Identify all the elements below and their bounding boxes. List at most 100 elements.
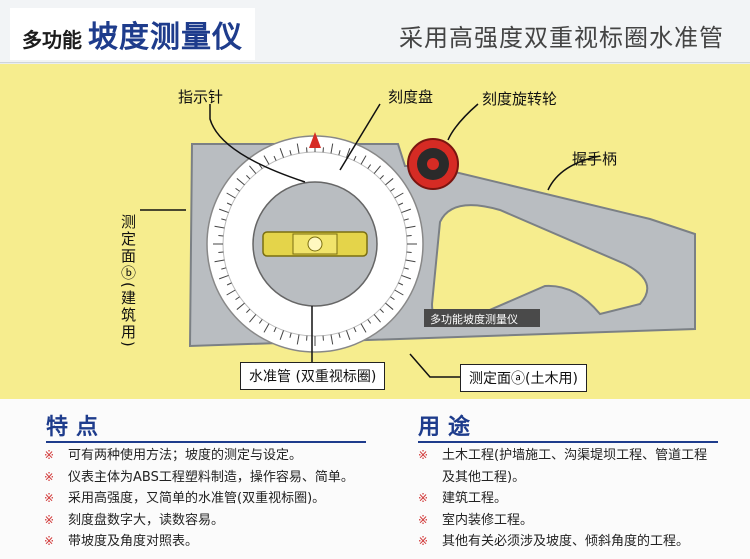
dial-tick bbox=[258, 319, 263, 324]
dial-tick bbox=[390, 187, 395, 192]
header: 多功能 坡度测量仪 采用高强度双重视标圈水准管 bbox=[0, 0, 750, 63]
dial-tick bbox=[338, 332, 341, 338]
dial-tick bbox=[226, 289, 236, 296]
rotary-knob bbox=[407, 138, 459, 190]
dial-tick bbox=[330, 334, 334, 345]
dial-tick bbox=[345, 330, 351, 341]
features-title: 特点 bbox=[46, 415, 107, 440]
label-side-b: 测定面ⓑ(建筑用) bbox=[119, 214, 137, 349]
dial-tick bbox=[263, 323, 270, 333]
dial-tick bbox=[394, 192, 404, 199]
dial-tick bbox=[338, 150, 341, 156]
dial-tick bbox=[296, 334, 300, 345]
uses-rule bbox=[418, 441, 718, 443]
dial-tick bbox=[214, 259, 225, 263]
uses-title: 用途 bbox=[418, 415, 479, 440]
dial-tick bbox=[401, 208, 412, 214]
label-dial: 刻度盘 bbox=[388, 88, 434, 106]
dial-tick bbox=[390, 296, 395, 301]
dial-tick bbox=[398, 282, 404, 286]
dial-tick bbox=[235, 296, 240, 301]
dial-tick bbox=[226, 192, 236, 199]
dial-tick bbox=[296, 143, 300, 154]
diagram-panel: 指示针 刻度盘 刻度旋转轮 握手柄 测定面ⓑ(建筑用) 水准管 (双重视标圈) … bbox=[0, 64, 750, 399]
arrow-pointer bbox=[209, 104, 306, 183]
dial-tick bbox=[273, 327, 277, 333]
dial-tick bbox=[360, 323, 367, 333]
device-plate-text: 多功能坡度测量仪 bbox=[430, 313, 518, 326]
dial-tick bbox=[246, 175, 251, 180]
dial-tick bbox=[398, 202, 404, 206]
dial-tick bbox=[394, 289, 404, 296]
header-title: 多功能 坡度测量仪 bbox=[10, 8, 255, 60]
dial-tick bbox=[263, 155, 270, 165]
dial-tick bbox=[385, 302, 394, 310]
device-plate bbox=[424, 309, 540, 327]
use-item: ※室内装修工程。 bbox=[418, 512, 534, 528]
dial-tick bbox=[236, 178, 245, 186]
feature-item: ※仪表主体为ABS工程塑料制造，操作容易、简单。 bbox=[44, 469, 354, 485]
dial-tick bbox=[330, 143, 334, 154]
dial-tick bbox=[403, 218, 409, 221]
dial-tick bbox=[273, 155, 277, 161]
dial-tick bbox=[403, 267, 409, 270]
dial-tick bbox=[218, 208, 229, 214]
pointer-needle bbox=[309, 132, 321, 148]
features-rule bbox=[46, 441, 366, 443]
dial-tick bbox=[249, 314, 257, 323]
inclinometer-diagram bbox=[140, 103, 696, 378]
dial-tick bbox=[279, 147, 285, 158]
features-list: ※可有两种使用方法；坡度的测定与设定。 ※仪表主体为ABS工程塑料制造，操作容易… bbox=[44, 445, 384, 553]
dial-tick bbox=[258, 164, 263, 169]
label-knob: 刻度旋转轮 bbox=[482, 90, 558, 108]
dial-tick bbox=[379, 308, 384, 313]
dial-tick bbox=[385, 178, 394, 186]
dial-tick bbox=[379, 175, 384, 180]
use-item: ※建筑工程。 bbox=[418, 491, 508, 506]
dial-tick bbox=[279, 330, 285, 341]
dial bbox=[206, 132, 424, 353]
arrow-side-a bbox=[409, 353, 460, 378]
use-item: ※其他有关必须涉及坡度、倾斜角度的工程。 bbox=[418, 534, 690, 549]
label-pointer: 指示针 bbox=[178, 88, 224, 106]
arrow-handle bbox=[547, 155, 601, 191]
dial-tick bbox=[353, 327, 357, 333]
feature-item: ※可有两种使用方法；坡度的测定与设定。 bbox=[44, 448, 303, 463]
feature-item: ※带坡度及角度对照表。 bbox=[44, 534, 199, 549]
dial-tick bbox=[236, 302, 245, 310]
label-vial: 水准管 (双重视标圈) bbox=[240, 362, 386, 390]
dial-tick bbox=[249, 165, 257, 174]
dial-tick bbox=[345, 147, 351, 158]
dial-ticks bbox=[213, 142, 417, 346]
dial-tick bbox=[235, 187, 240, 192]
dial-tick bbox=[226, 282, 232, 286]
dial-tick bbox=[289, 150, 292, 156]
dial-tick bbox=[214, 225, 225, 229]
arrow-knob bbox=[447, 103, 479, 141]
dial-tick bbox=[401, 274, 412, 280]
dial-tick bbox=[405, 225, 416, 229]
dial-tick bbox=[367, 164, 372, 169]
dial-tick bbox=[405, 259, 416, 263]
label-handle: 握手柄 bbox=[572, 150, 618, 168]
dial-tick bbox=[289, 332, 292, 338]
arrow-dial bbox=[339, 103, 381, 171]
uses-list: ※土木工程(护墙施工、沟渠堤坝工程、管道工程及其他工程)。 ※建筑工程。 ※室内… bbox=[418, 445, 718, 553]
header-subtitle: 采用高强度双重视标圈水准管 bbox=[399, 24, 724, 52]
dial-tick bbox=[221, 218, 227, 221]
label-side-a: 测定面ⓐ(土木用) bbox=[460, 364, 587, 392]
dial-tick bbox=[373, 314, 381, 323]
dial-tick bbox=[373, 165, 381, 174]
title-small: 多功能 bbox=[22, 28, 82, 52]
feature-item: ※采用高强度，又简单的水准管(双重视标圈)。 bbox=[44, 491, 326, 506]
dial-tick bbox=[353, 155, 357, 161]
dial-tick bbox=[360, 155, 367, 165]
dial-tick bbox=[218, 274, 229, 280]
dial-tick bbox=[246, 308, 251, 313]
dial-tick bbox=[226, 202, 232, 206]
title-big: 坡度测量仪 bbox=[88, 20, 243, 55]
dial-tick bbox=[221, 267, 227, 270]
feature-item: ※刻度盘数字大，读数容易。 bbox=[44, 512, 225, 528]
dial-tick bbox=[367, 319, 372, 324]
info-section: 特点 ※可有两种使用方法；坡度的测定与设定。 ※仪表主体为ABS工程塑料制造，操… bbox=[0, 399, 750, 559]
